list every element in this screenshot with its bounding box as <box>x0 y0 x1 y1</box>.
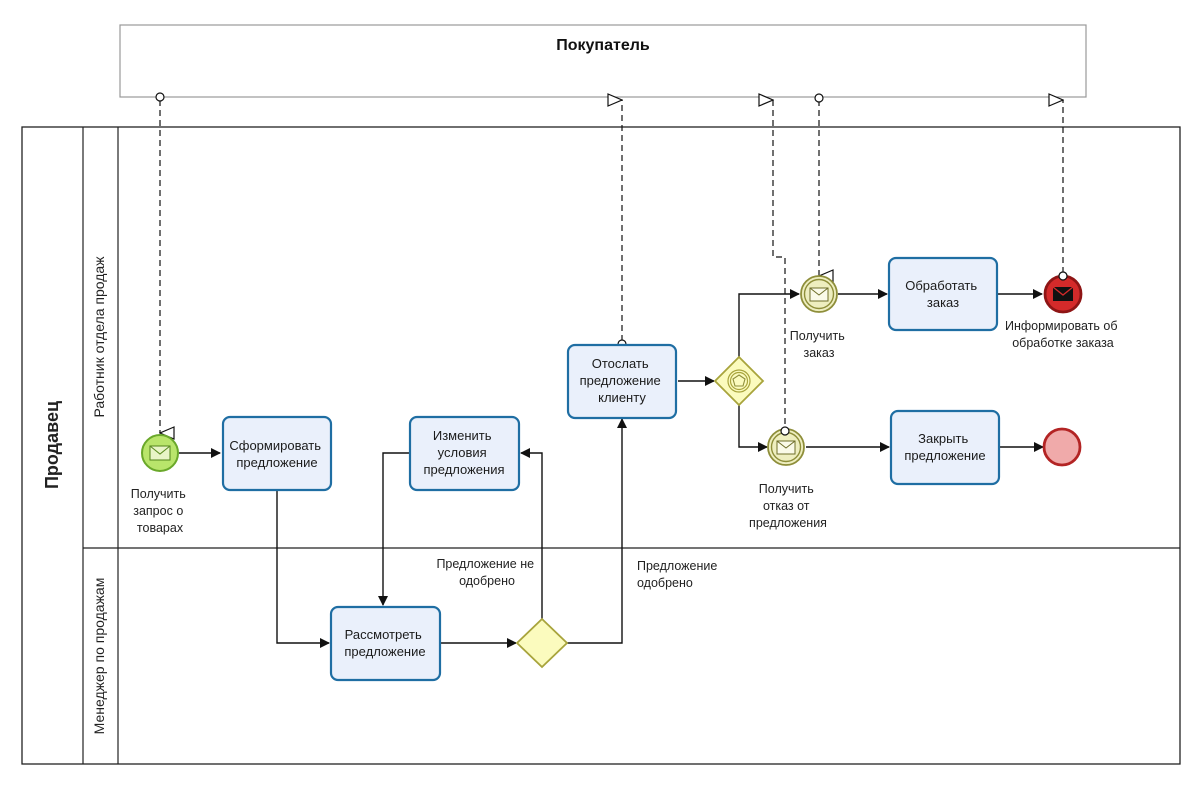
task-close-offer[interactable]: Закрыть предложение <box>889 409 1001 486</box>
seller-pool-title: Продавец <box>42 401 62 489</box>
envelope-icon <box>809 287 829 302</box>
lane-label-sales-worker: Работник отдела продаж <box>91 256 107 418</box>
intermediate-event-receive-refusal-label: Получить отказ от предложения <box>749 482 827 530</box>
intermediate-event-receive-order-label: Получить заказ <box>790 329 848 360</box>
envelope-icon <box>149 445 171 461</box>
intermediate-event-receive-order[interactable] <box>800 275 838 313</box>
end-event-inform[interactable] <box>1043 274 1083 314</box>
flow-label-approved: Предложение одобрено <box>637 559 721 590</box>
svg-text:Сформировать предложение: Сформировать предложение <box>229 438 324 470</box>
task-form-offer[interactable]: Сформировать предложение <box>221 415 333 492</box>
end-event-close[interactable] <box>1042 427 1082 467</box>
task-close-offer-line-1: Закрыть <box>918 431 968 446</box>
task-review-offer[interactable]: Рассмотреть предложение <box>329 605 442 682</box>
task-review-offer-line-2: предложение <box>344 644 425 659</box>
task-process-order-line-2: заказ <box>927 295 959 310</box>
buyer-pool: Покупатель <box>119 24 1087 98</box>
task-send-offer-line-2: предложение <box>580 373 661 388</box>
start-event-request-label: Получить запрос о товарах <box>131 487 189 535</box>
sequence-flows <box>179 289 1044 648</box>
svg-text:Обработать заказ: Обработать заказ <box>905 278 981 310</box>
task-change-terms-line-2: условия <box>438 445 487 460</box>
start-event-request[interactable] <box>141 434 179 472</box>
message-flow-refusal <box>773 100 786 428</box>
svg-text:Изменить условия п: Изменить условия предложения <box>423 428 504 477</box>
svg-text:Закрыть предложение: Закрыть предложение <box>904 431 985 463</box>
pentagon-icon <box>732 374 746 387</box>
task-close-offer-line-2: предложение <box>904 448 985 463</box>
envelope-icon <box>776 440 796 455</box>
task-send-offer-line-1: Отослать <box>592 356 649 371</box>
task-process-order[interactable]: Обработать заказ <box>887 256 999 332</box>
task-form-offer-line-1: Сформировать <box>229 438 321 453</box>
task-process-order-line-1: Обработать <box>905 278 977 293</box>
intermediate-event-receive-refusal[interactable] <box>767 428 805 466</box>
task-change-terms[interactable]: Изменить условия предложения <box>408 415 521 492</box>
task-change-terms-line-1: Изменить <box>433 428 492 443</box>
message-flow-inform-source <box>1058 271 1068 281</box>
exclusive-gateway-review[interactable] <box>515 617 569 669</box>
task-form-offer-line-2: предложение <box>236 455 317 470</box>
lane-label-sales-manager: Менеджер по продажам <box>91 578 107 735</box>
message-flow-refusal-source <box>780 426 790 436</box>
end-event-inform-label: Информировать об обработке заказа <box>1005 319 1121 350</box>
envelope-filled-icon <box>1052 286 1074 301</box>
message-flows <box>160 100 1063 433</box>
task-review-offer-line-1: Рассмотреть <box>345 627 422 642</box>
flow-label-not-approved: Предложение не одобрено <box>436 557 537 588</box>
task-send-offer[interactable]: Отослать предложение клиенту <box>566 343 678 420</box>
task-send-offer-line-3: клиенту <box>598 390 646 405</box>
buyer-pool-title: Покупатель <box>556 37 650 54</box>
task-change-terms-line-3: предложения <box>423 462 504 477</box>
event-based-gateway[interactable] <box>713 355 765 407</box>
svg-text:Отослать предложение: Отослать предложение клиенту <box>580 356 665 405</box>
svg-text:Рассмотреть предложение: Рассмотреть предложение <box>344 627 425 659</box>
seller-pool: Продавец Работник отдела продаж Менеджер… <box>21 126 1181 765</box>
